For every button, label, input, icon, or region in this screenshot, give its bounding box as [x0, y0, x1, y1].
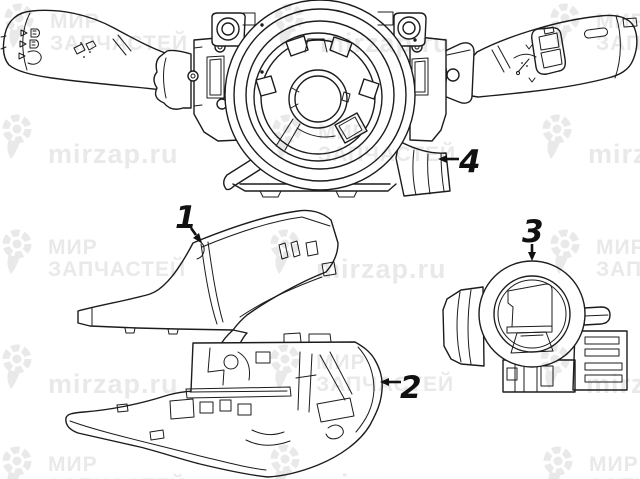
switch-housing: [187, 0, 451, 198]
callout-2-label[interactable]: 2: [400, 370, 422, 406]
connector-window: [334, 112, 368, 144]
callout-3-arrow: [528, 252, 536, 261]
sensor-drum: [395, 140, 451, 197]
callout-1-label[interactable]: 1: [175, 200, 197, 236]
wiper-stalk: [442, 14, 638, 104]
flash-icon: [18, 50, 42, 65]
side-tab: [583, 306, 611, 326]
callouts: 1 2 3 4: [175, 144, 544, 406]
low-beam-icon: [19, 39, 39, 49]
slot: [584, 27, 608, 39]
ignition-lock-antenna-ring: [442, 260, 628, 393]
callout-2[interactable]: 2: [380, 370, 422, 406]
wiper-icon: [513, 44, 537, 83]
turn-signal-stalk: [0, 9, 192, 110]
cover-shell: [77, 209, 339, 331]
callout-2-arrow: [380, 378, 389, 386]
ring-outer: [478, 260, 586, 368]
stalk-boot: [153, 49, 192, 110]
stalk-body: [469, 14, 638, 98]
callout-1-arrow: [193, 233, 202, 243]
callout-3-label[interactable]: 3: [522, 214, 544, 250]
callout-3[interactable]: 3: [522, 214, 544, 261]
callout-4[interactable]: 4: [438, 144, 481, 180]
lane-assist-icon: [73, 40, 97, 55]
left-housing: [442, 286, 485, 367]
hub: [288, 69, 348, 129]
callout-4-label[interactable]: 4: [458, 144, 481, 180]
right-bracket: [572, 330, 628, 391]
lower-column-cover: [65, 332, 383, 478]
callout-4-arrow: [438, 155, 447, 163]
callout-1[interactable]: 1: [175, 200, 202, 243]
key-cylinder-frame: [506, 283, 553, 334]
cover-shell: [65, 341, 383, 478]
high-beam-icon: [20, 28, 40, 38]
rotor-ring: [253, 32, 383, 162]
